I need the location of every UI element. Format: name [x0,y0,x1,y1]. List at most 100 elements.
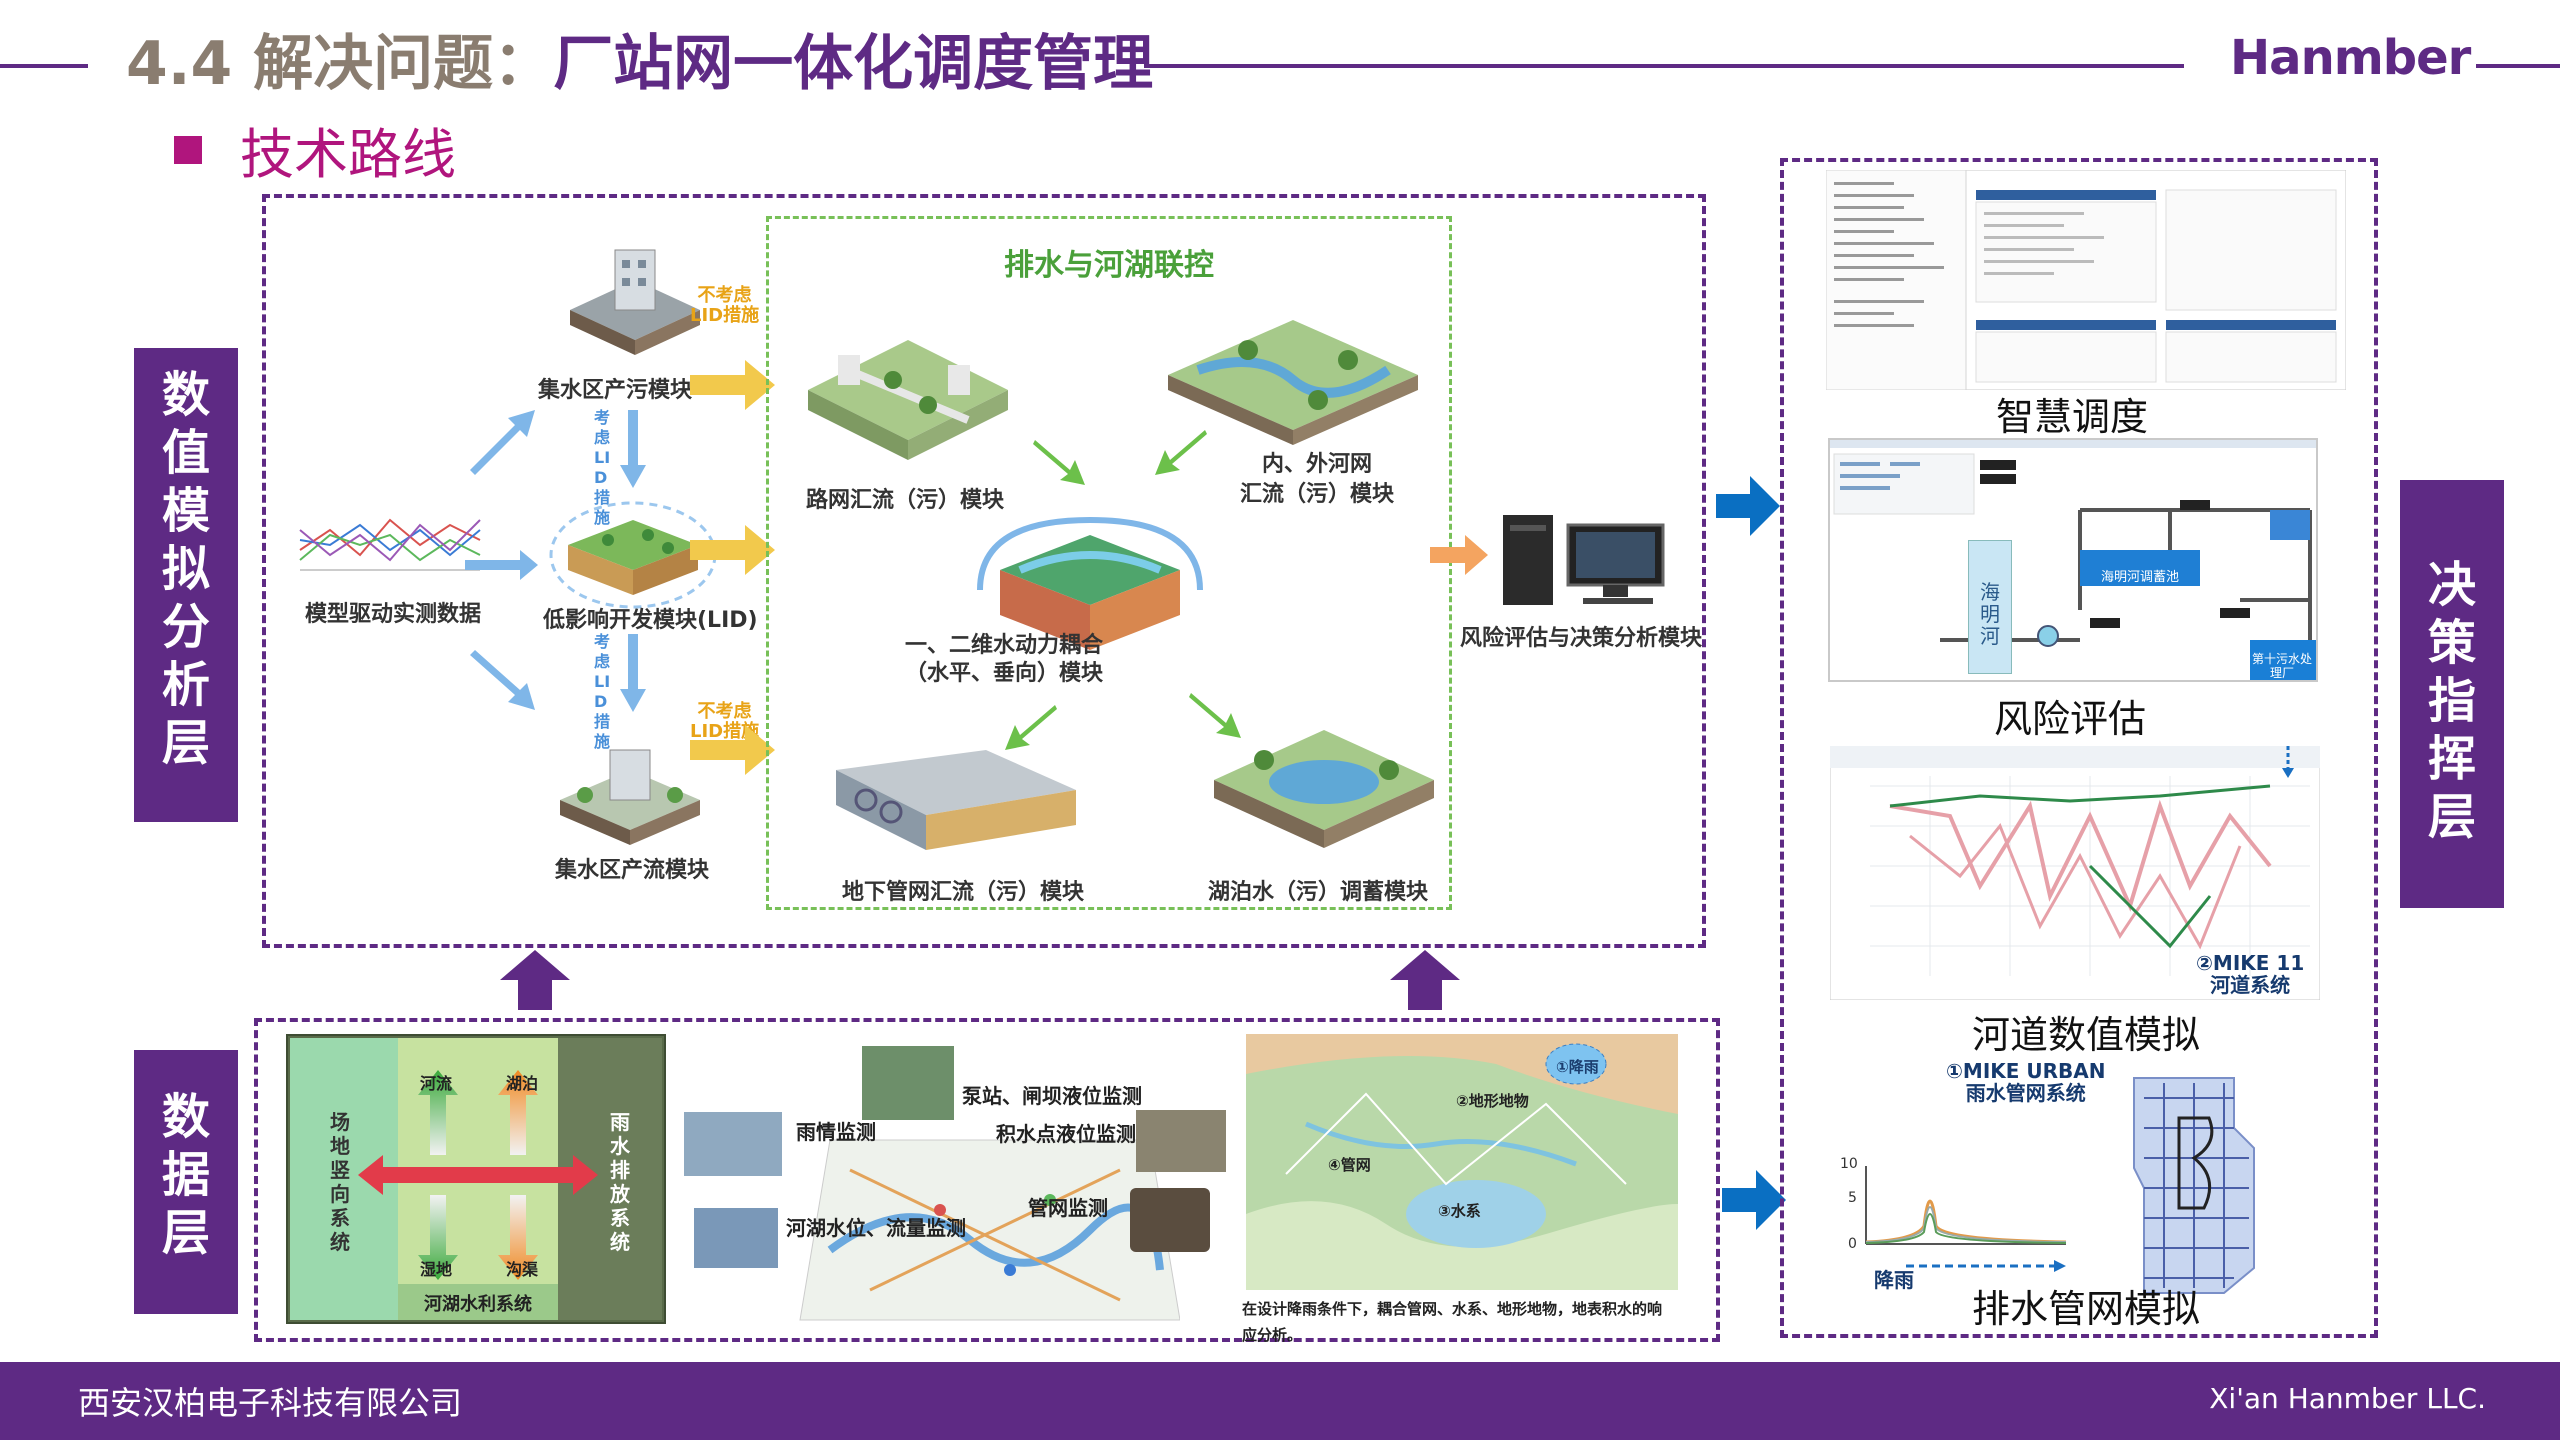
sea-river-box: 海明河 [1968,540,2012,674]
green-arrow-icon [1155,430,1207,475]
y-tick-5: 5 [1848,1190,1857,1206]
smart-dispatch-caption: 智慧调度 [1996,395,2149,439]
risk-flow-diagram [1830,440,2316,680]
lake-storage-caption: 湖泊水（污）调蓄模块 [1208,880,1429,905]
data-panel [254,1018,1720,1342]
footer-bar [0,1362,2560,1440]
footer-company-en: Xi'an Hanmber LLC. [2209,1382,2486,1415]
lid-module-icon [549,501,717,609]
brand-logo: Hanmber [2230,30,2471,86]
smart-dispatch-screenshot [1826,170,2346,390]
down-arrow-icon [620,634,646,712]
arrow-label-wetland: 湿地 [420,1260,453,1279]
flow-arrows-icon [465,410,538,710]
collect-pollution-icon [570,249,700,355]
pump-station-photo [862,1046,954,1120]
green-arrow-icon [1033,440,1085,485]
measured-data-chart-icon [290,500,490,580]
decision-panel [1780,158,2378,1338]
coupling-module-icon [977,516,1203,650]
river-level-photo [694,1208,778,1268]
map-water-label: ③水系 [1438,1202,1481,1220]
model-panel [262,194,1706,948]
underground-pipe-icon [836,750,1076,850]
arrow-label-river: 河流 [420,1074,453,1093]
yellow-arrows-icon [690,360,775,775]
rain-monitor-label: 雨情监测 [796,1120,876,1144]
title-prefix: 4.4 解决问题： [126,29,554,99]
measured-data-caption: 模型驱动实测数据 [305,602,482,627]
water-cycle-arrows-icon [358,1070,598,1280]
collect-pollution-caption: 集水区产污模块 [538,378,693,403]
inner-outer-river-icon [1168,320,1418,445]
data-layer-label: 数 据 层 [134,1050,238,1314]
road-network-icon [808,340,1008,460]
blue-right-arrow-icon [1722,1170,1786,1230]
rainfall-chart [1865,1166,2067,1272]
map-pipe-label: ④管网 [1328,1156,1371,1174]
river-sim-caption: 河道数值模拟 [1972,1013,2201,1057]
y-tick-0: 0 [1848,1236,1857,1252]
terrain-map-icon [1246,1034,1678,1290]
y-tick-10: 10 [1840,1156,1858,1172]
lake-storage-icon [1214,730,1434,848]
map-terrain-label: ②地形地物 [1456,1092,1529,1110]
footer-company-cn: 西安汉柏电子科技有限公司 [78,1384,463,1422]
arrow-label-ditch: 沟渠 [506,1260,539,1279]
orange-arrow-icon [1430,535,1488,575]
pipe-photo [1130,1188,1210,1252]
inner-outer-river-caption: 内、外河网汇流（污）模块 [1240,452,1395,507]
site-vertical-label: 场地竖向系统 [330,1110,350,1254]
down-arrow-icon [620,410,646,488]
coupling-module-caption: 一、二维水动力耦合（水平、垂向）模块 [905,633,1104,686]
bullet-square-icon [174,136,202,164]
rain-monitor-photo [684,1112,782,1176]
plant-label: 第十污水处理厂 [2252,652,2313,680]
computer-icon [1503,515,1665,605]
waterlog-photo [1136,1110,1226,1172]
collect-flow-caption: 集水区产流模块 [555,858,710,883]
title-line-middle [1144,64,2184,68]
blue-right-arrow-icon [1716,476,1780,536]
rain-drain-label: 雨水排放系统 [610,1110,630,1254]
risk-assessment-caption: 风险评估 [1994,697,2147,741]
underground-pipe-caption: 地下管网汇流（污）模块 [842,880,1085,905]
pump-station-label: 泵站、闸坝液位监测 [962,1084,1142,1108]
section-subtitle: 技术路线 [240,123,456,186]
title-main: 厂站网一体化调度管理 [553,29,1154,99]
river-level-label: 河湖水位、流量监测 [786,1216,966,1240]
road-network-caption: 路网汇流（污）模块 [806,488,1005,513]
map-rain-label: ①降雨 [1556,1058,1599,1076]
risk-decision-caption: 风险评估与决策分析模块 [1460,626,1703,651]
arrow-label-lake: 湖泊 [506,1074,539,1093]
pool-label: 海明河调蓄池 [2100,570,2179,585]
decision-layer-label: 决 策 指 挥 层 [2400,480,2504,908]
drainage-lake-title: 排水与河湖联控 [1004,248,1214,283]
pipe-network-map [2133,1077,2255,1294]
drain-sim-caption: 排水管网模拟 [1972,1287,2201,1331]
collect-flow-icon [560,749,700,845]
map-caption: 在设计降雨条件下，耦合管网、水系、地形地物，地表积水的响应分析。 [1242,1300,1663,1344]
lid-module-caption: 低影响开发模块(LID) [543,608,758,633]
river-lake-center [398,1038,558,1284]
rain-label: 降雨 [1874,1268,1914,1292]
page-title: 4.4 解决问题：厂站网一体化调度管理 [126,24,1153,104]
title-line-left [0,64,88,68]
title-line-right [2476,64,2560,68]
pipe-monitor-label: 管网监测 [1028,1196,1108,1220]
river-lake-system-bar [398,1284,558,1320]
up-arrow-icon [1390,950,1460,1010]
consider-lid-note-1: 考虑LID措施 [594,408,611,527]
green-arrow-icon [1189,693,1241,738]
up-arrow-icon [500,950,570,1010]
numeric-layer-label: 数 值 模 拟 分 析 层 [134,348,238,822]
green-arrow-icon [1005,705,1057,750]
river-lake-system-label: 河湖水利系统 [424,1294,532,1315]
consider-lid-note-2: 考虑LID措施 [594,632,611,751]
river-simulation-screenshot [1830,746,2320,1000]
waterlog-monitor-label: 积水点液位监测 [996,1122,1136,1146]
